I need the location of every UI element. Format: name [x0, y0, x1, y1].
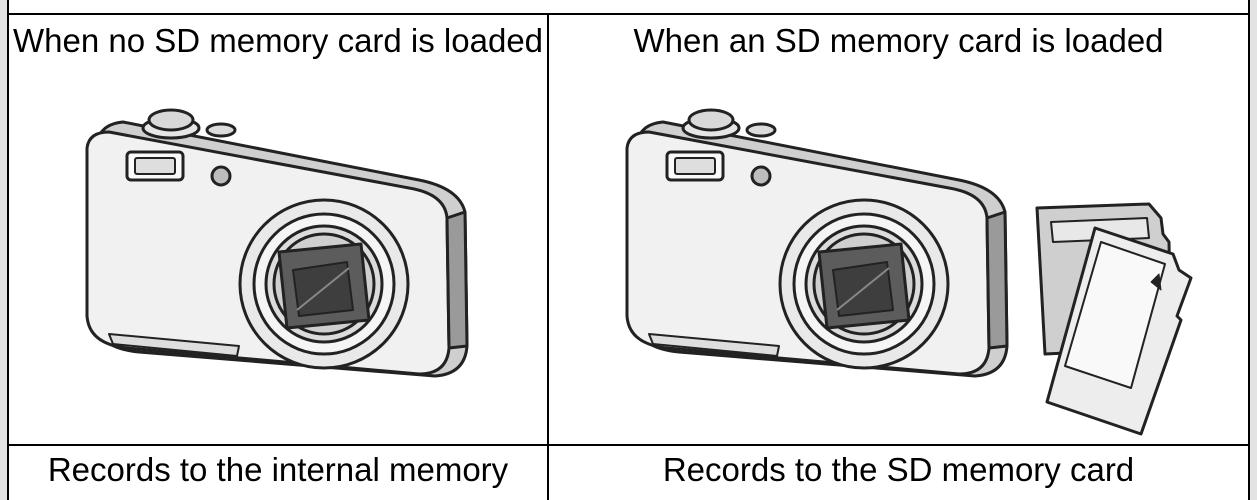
sd-card-icon	[1029, 198, 1204, 438]
result-sd-card: Records to the SD memory card	[549, 451, 1248, 489]
table-top-rule	[9, 13, 1248, 15]
header-sd-card-loaded: When an SD memory card is loaded	[549, 22, 1248, 60]
result-internal-memory: Records to the internal memory	[9, 451, 547, 489]
comparison-table: When no SD memory card is loaded When an…	[7, 0, 1250, 500]
camera-icon	[79, 84, 479, 384]
table-column-divider	[547, 13, 549, 500]
camera-icon	[619, 84, 1019, 384]
header-no-sd-card: When no SD memory card is loaded	[9, 22, 547, 60]
table-row-divider	[9, 444, 1248, 446]
